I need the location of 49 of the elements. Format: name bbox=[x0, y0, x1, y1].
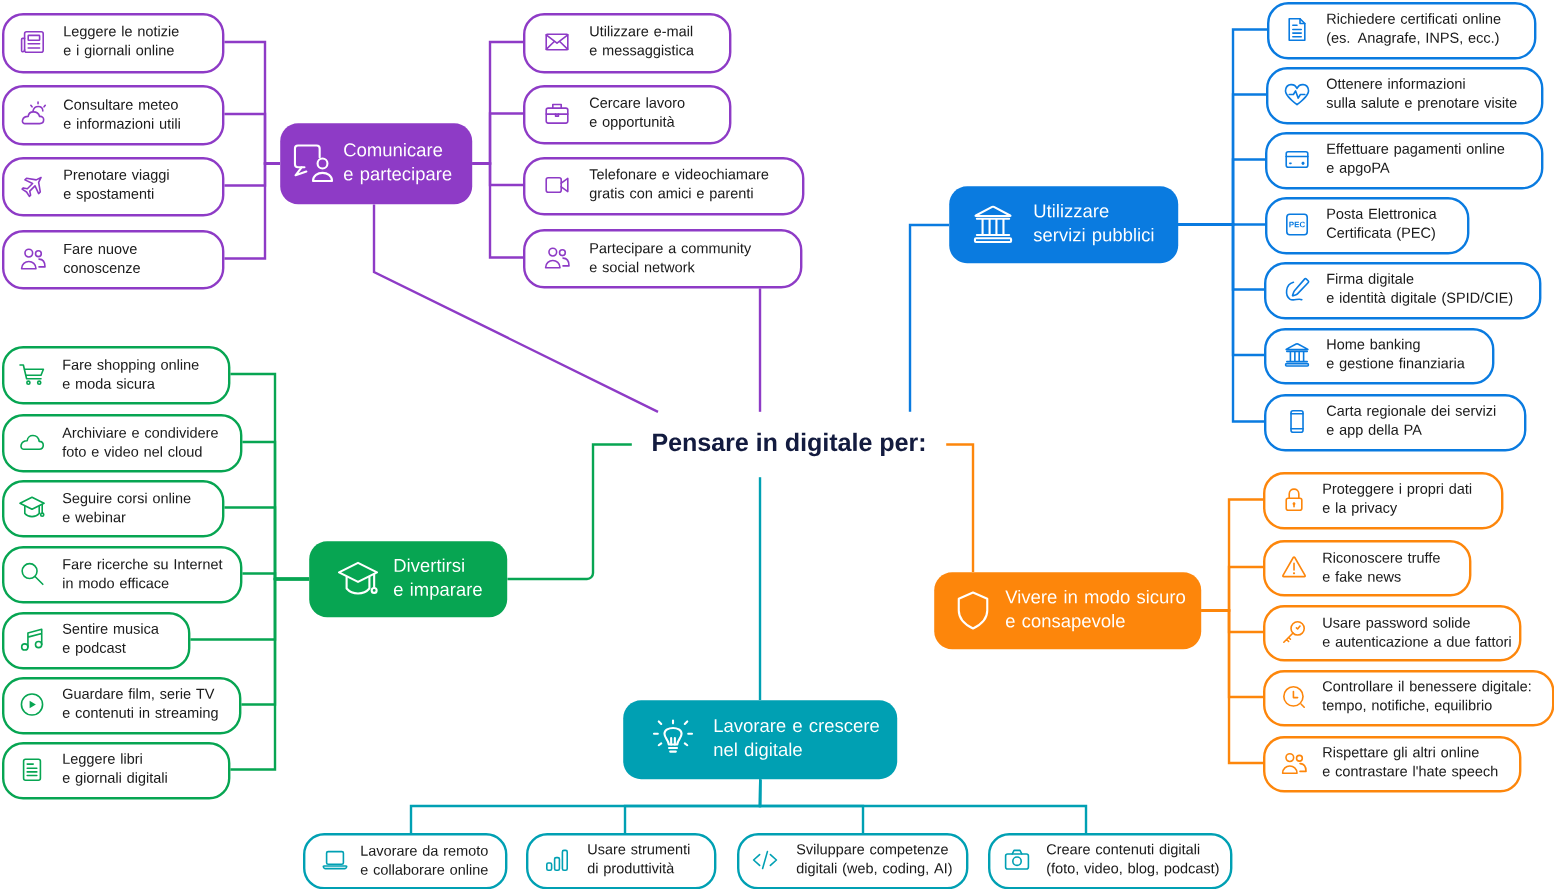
topic-box: Prenotare viaggi e spostamenti bbox=[2, 157, 225, 217]
topic-box: Sentire musica e podcast bbox=[2, 612, 191, 670]
topic-box: Richiedere certificati online (es. Anagrafe, INPS, ecc.) bbox=[1267, 2, 1537, 60]
connector bbox=[230, 577, 309, 771]
topic-box: Ottenere informazioni sulla salute e prenotare visite bbox=[1266, 67, 1544, 125]
topic-box: Effettuare pagamenti online e apgoPA bbox=[1265, 132, 1544, 190]
connector bbox=[507, 443, 632, 581]
topic-box: Usare password solide e autenticazione a due fattori bbox=[1263, 605, 1522, 662]
central-title: Pensare in digitale per: bbox=[653, 432, 925, 457]
connector bbox=[472, 162, 523, 259]
topic-box: Sviluppare competenze digitali (web, coding, AI) bbox=[737, 833, 969, 889]
topic-box: Fare ricerche su Internet in modo efficace bbox=[2, 546, 243, 604]
category-box: Lavorare e crescere nel digitale bbox=[623, 700, 898, 780]
connector bbox=[946, 443, 975, 572]
connector bbox=[372, 204, 659, 413]
connector bbox=[1178, 223, 1264, 423]
topic-box: Fare shopping online e moda sicura bbox=[2, 346, 231, 405]
topic-box: Leggere libri e giornali digitali bbox=[2, 742, 231, 800]
connector bbox=[224, 162, 280, 260]
category-box: Comunicare e partecipare bbox=[280, 123, 473, 205]
topic-box: Partecipare a community e social network bbox=[523, 229, 803, 289]
topic-box: Leggere le notizie e i giornali online bbox=[2, 13, 225, 74]
connector bbox=[758, 779, 1088, 833]
category-box: Vivere in modo sicuro e consapevole bbox=[934, 572, 1202, 650]
topic-box: Proteggere i propri dati e la privacy bbox=[1263, 472, 1504, 530]
topic-box: Lavorare da remoto e collaborare online bbox=[303, 833, 508, 889]
topic-box: Usare strumenti di produttività bbox=[526, 833, 717, 889]
connector bbox=[758, 477, 762, 700]
topic-box: Rispettare gli altri online e contrastare l'hate speech bbox=[1263, 736, 1522, 793]
topic-box: Cercare lavoro e opportunità bbox=[523, 85, 732, 145]
topic-box: Consultare meteo e informazioni utili bbox=[2, 85, 225, 146]
topic-box: Telefonare e videochiamare gratis con amici e parenti bbox=[523, 157, 805, 216]
connector bbox=[1201, 609, 1263, 765]
topic-box: Controllare il benessere digitale: tempo, notifiche, equilibrio bbox=[1263, 670, 1554, 727]
category-box: Divertirsi e imparare bbox=[309, 541, 508, 618]
category-box: Utilizzare servizi pubblici bbox=[949, 186, 1179, 264]
topic-box: Riconoscere truffe e fake news bbox=[1263, 540, 1472, 597]
pec-badge: PEC bbox=[1286, 213, 1308, 236]
topic-box: Firma digitale e identità digitale (SPID/CIE) bbox=[1264, 262, 1542, 320]
topic-box: Guardare film, serie TV e contenuti in streaming bbox=[2, 677, 242, 735]
topic-box: Carta regionale dei servizi e app della PA bbox=[1264, 394, 1527, 452]
topic-box: Archiviare e condividere foto e video nel cloud bbox=[2, 414, 243, 473]
topic-box: Home banking e gestione finanziaria bbox=[1264, 328, 1495, 385]
topic-box: Fare nuove conoscenze bbox=[2, 230, 225, 290]
topic-box: Creare contenuti digitali (foto, video, blog, podcast) bbox=[988, 833, 1233, 889]
connector bbox=[908, 223, 949, 412]
topic-box: Seguire corsi online e webinar bbox=[2, 480, 225, 538]
topic-box: Utilizzare e-mail e messaggistica bbox=[523, 13, 732, 74]
connector bbox=[758, 288, 762, 412]
